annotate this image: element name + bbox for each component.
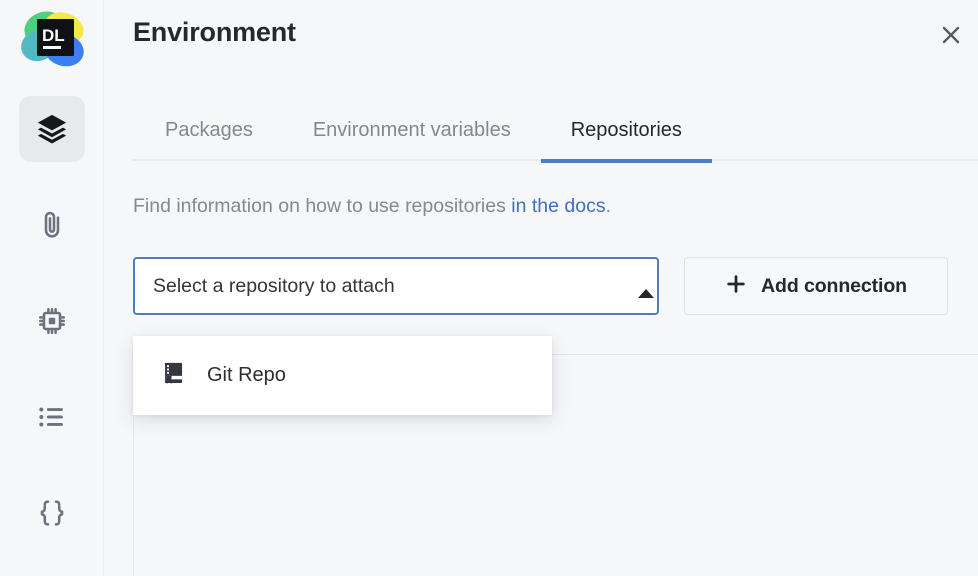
tab-bar: Packages Environment variables Repositor… [133, 100, 978, 163]
panel-left-edge [133, 355, 134, 576]
dialog-header: Environment [104, 0, 978, 92]
tab-environment-variables-label: Environment variables [312, 119, 511, 141]
dropdown-option-label: Git Repo [207, 364, 286, 386]
list-icon [36, 401, 68, 433]
tab-packages-label: Packages [165, 119, 253, 141]
close-icon [938, 22, 964, 53]
left-navigation-rail: DL [0, 0, 104, 576]
add-connection-label: Add connection [761, 274, 907, 297]
plus-icon [725, 273, 747, 300]
cpu-chip-icon [36, 305, 68, 337]
docs-hint: Find information on how to use repositor… [133, 195, 611, 218]
sidebar-item-logs[interactable] [19, 384, 85, 450]
paperclip-icon [36, 209, 68, 241]
sidebar-item-environment[interactable] [19, 96, 85, 162]
section-divider [133, 354, 978, 355]
repository-select[interactable]: Select a repository to attach [133, 257, 659, 315]
tab-repositories-label: Repositories [570, 119, 682, 141]
dropdown-option-git-repo[interactable]: Git Repo [133, 336, 552, 415]
tabs: Packages Environment variables Repositor… [133, 100, 713, 163]
dataspell-logo: DL [16, 8, 88, 74]
sidebar-item-attachments[interactable] [19, 192, 85, 258]
add-connection-button[interactable]: Add connection [684, 257, 948, 315]
rail-items [0, 96, 104, 576]
docs-hint-prefix: Find information on how to use repositor… [133, 195, 512, 217]
docs-hint-suffix: . [605, 195, 612, 217]
page-title: Environment [133, 17, 296, 47]
repository-select-value: Select a repository to attach [153, 274, 395, 297]
docs-link[interactable]: in the docs [511, 195, 606, 217]
repositories-panel: Find information on how to use repositor… [133, 161, 978, 576]
tab-packages[interactable]: Packages [133, 100, 283, 161]
close-button[interactable] [932, 18, 970, 56]
tab-environment-variables[interactable]: Environment variables [283, 100, 541, 161]
repository-book-icon [160, 360, 187, 392]
repository-dropdown-menu: Git Repo [133, 336, 552, 415]
sidebar-item-parameters[interactable] [19, 480, 85, 546]
svg-text:DL: DL [42, 26, 65, 45]
curly-braces-icon [36, 497, 68, 529]
sidebar-item-hardware[interactable] [19, 288, 85, 354]
tab-repositories[interactable]: Repositories [540, 100, 713, 163]
layers-icon [35, 112, 69, 146]
